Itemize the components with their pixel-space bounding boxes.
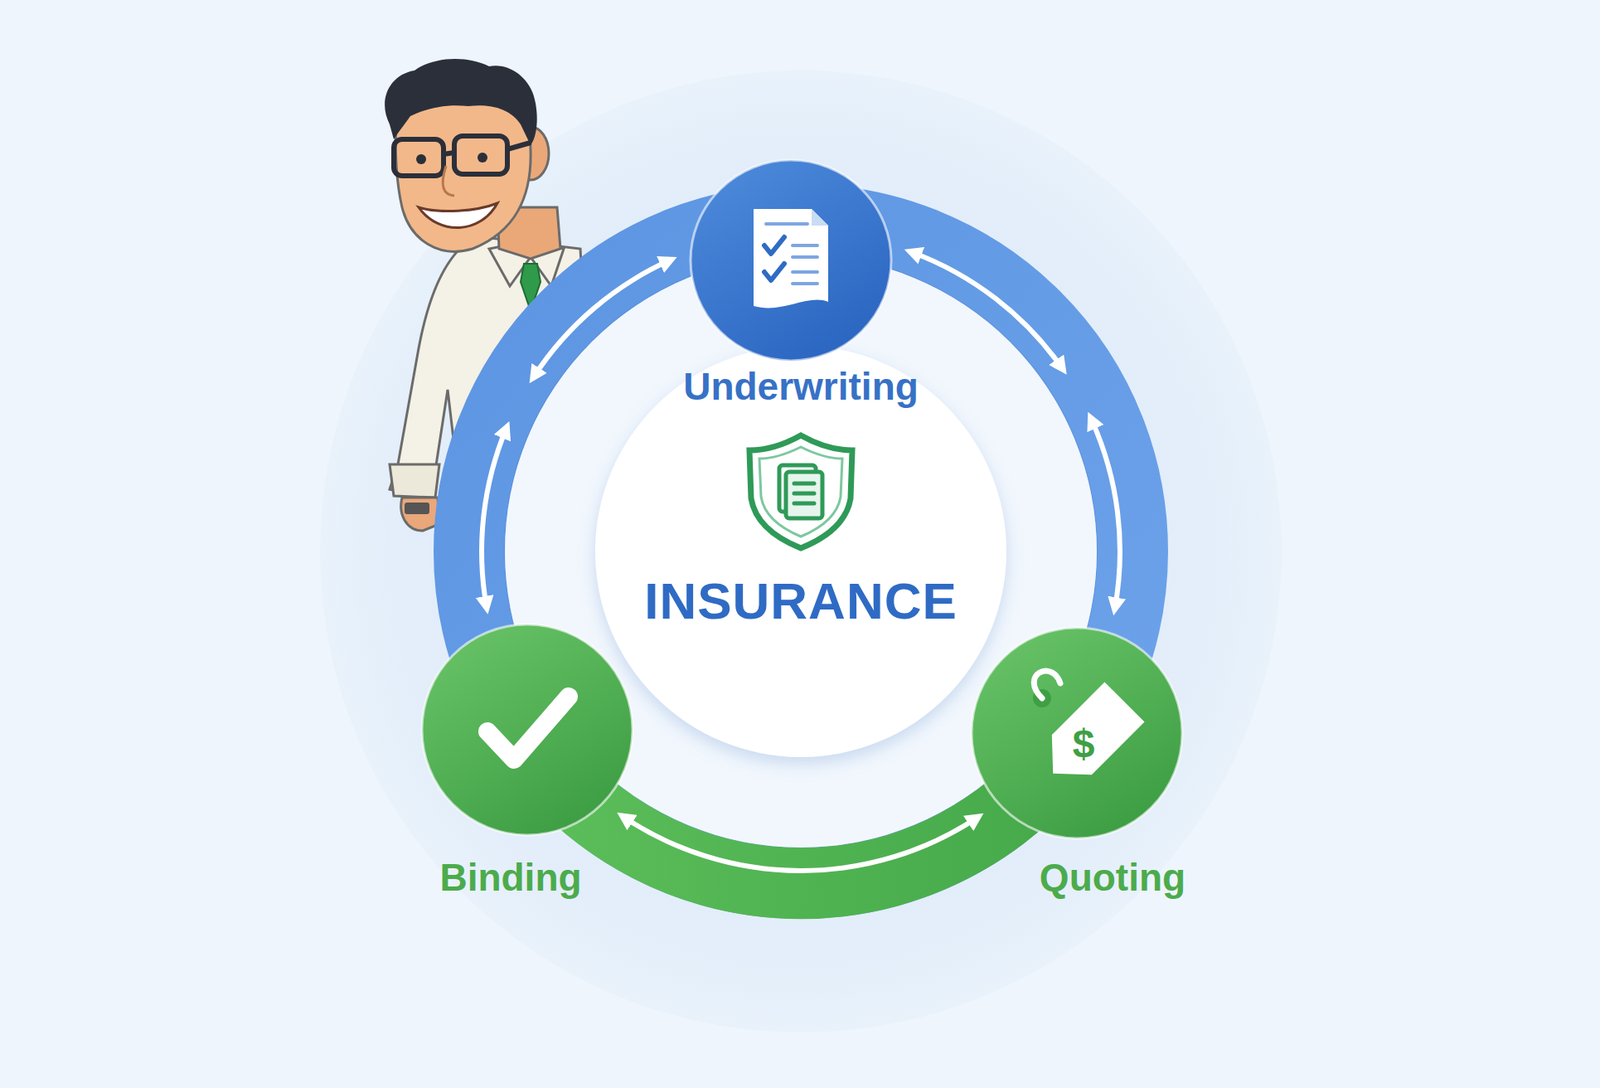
circle-shape bbox=[688, 158, 893, 363]
arrow-segment bbox=[623, 816, 979, 871]
hair bbox=[384, 58, 538, 146]
halo-circle bbox=[320, 70, 1282, 1033]
shirt-cuff bbox=[389, 464, 440, 498]
circle-shape bbox=[420, 622, 635, 837]
arrow-segment bbox=[911, 252, 1063, 369]
step-label: Quoting bbox=[1039, 854, 1186, 900]
glasses-right-lens bbox=[454, 135, 508, 175]
glasses-left-lens bbox=[393, 139, 444, 176]
step-label: Underwriting bbox=[683, 363, 919, 409]
arrow-segment bbox=[481, 427, 507, 607]
hand bbox=[401, 497, 440, 531]
center-icon bbox=[749, 435, 853, 548]
eye bbox=[416, 154, 427, 165]
step-label: Binding bbox=[439, 854, 582, 900]
binding-icon bbox=[487, 696, 569, 760]
quoting-icon bbox=[1032, 670, 1145, 794]
eye bbox=[477, 152, 488, 163]
step-circle: Binding bbox=[420, 622, 635, 837]
shield-icon bbox=[749, 435, 853, 548]
smile bbox=[418, 203, 498, 228]
arrow-segment bbox=[533, 260, 670, 378]
phone bbox=[404, 502, 430, 514]
nose bbox=[442, 165, 455, 196]
cycle-arrow bbox=[623, 816, 979, 871]
step-circle: Underwriting bbox=[688, 158, 893, 363]
center-title: INSURANCE bbox=[644, 571, 958, 631]
price-symbol: $ bbox=[1072, 720, 1096, 767]
underwriting-icon bbox=[753, 208, 829, 308]
glasses-bridge bbox=[443, 142, 531, 155]
arrow-segment bbox=[1090, 418, 1120, 609]
